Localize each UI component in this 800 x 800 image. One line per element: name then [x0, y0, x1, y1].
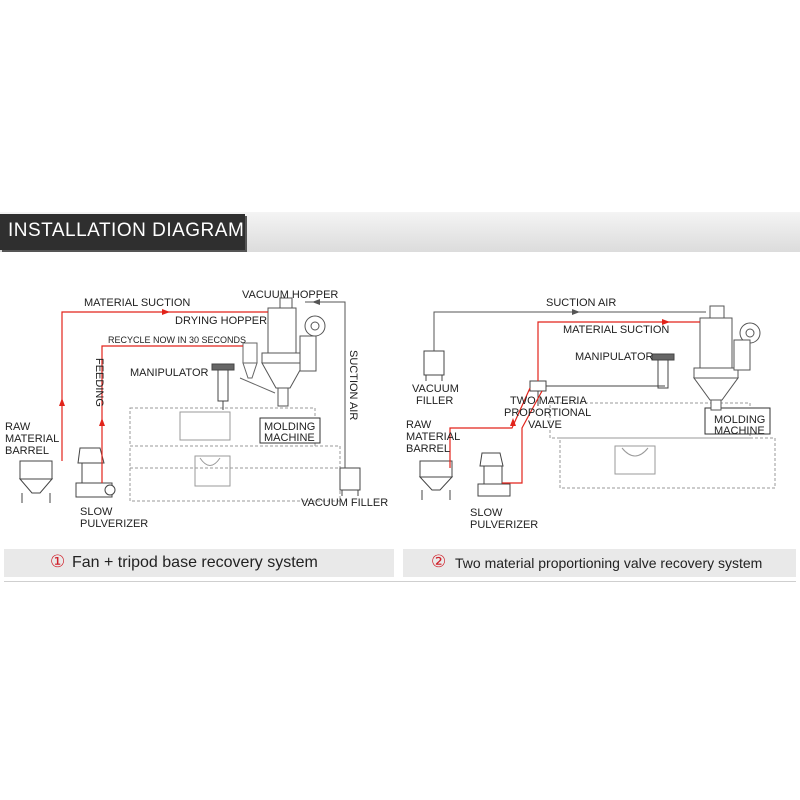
label-slow2-line2: PULVERIZER	[470, 519, 538, 531]
label-material-suction: MATERIAL SUCTION	[84, 297, 190, 309]
caption-number-2: ②	[431, 552, 447, 571]
label-feeding: FEEDING	[93, 358, 105, 407]
page-title: INSTALLATION DIAGRAM	[8, 220, 245, 241]
raw-feed-line-2	[449, 387, 531, 468]
molding-machine-2	[549, 402, 776, 489]
raw-material-barrel-1	[18, 460, 54, 503]
label-slow-line1: SLOW	[80, 506, 113, 518]
vacuum-filler-1	[339, 467, 361, 496]
label-slow-line2: PULVERIZER	[80, 518, 148, 530]
manipulator-1	[211, 363, 235, 410]
label-vacuum-line2: FILLER	[416, 395, 453, 407]
header-title-tag	[0, 214, 245, 250]
label-raw2-line2: MATERIAL	[406, 431, 460, 443]
caption-text-2: Two material proportioning valve recover…	[455, 555, 763, 571]
slow-pulverizer-1	[75, 447, 116, 498]
flow-arrow	[312, 299, 320, 305]
label-recycle: RECYCLE NOW IN 30 SECONDS	[108, 335, 246, 345]
diagram-proportioning-valve: SUCTION AIR MATERIAL SUCTION MANIPULATOR…	[400, 278, 800, 543]
label-raw-line2: MATERIAL	[5, 433, 59, 445]
label-valve-line1: TWO MATERIA	[510, 395, 587, 407]
caption-proportioning-valve: ② Two material proportioning valve recov…	[403, 549, 796, 577]
caption-number-1: ①	[50, 552, 66, 571]
label-molding-machine-line1: MOLDING	[264, 421, 315, 433]
flow-arrow	[59, 398, 65, 406]
label-valve-line2: PROPORTIONAL	[504, 407, 591, 419]
manipulator-2	[651, 353, 675, 389]
raw-material-barrel-2	[418, 460, 454, 500]
label-drying-hopper: DRYING HOPPER	[175, 315, 267, 327]
label-manipulator: MANIPULATOR	[130, 367, 208, 379]
label-valve-line3: VALVE	[528, 419, 562, 431]
label-raw2-line1: RAW	[406, 419, 432, 431]
label-raw-line1: RAW	[5, 421, 31, 433]
flow-arrow	[510, 418, 516, 426]
label-vacuum-line1: VACUUM	[412, 383, 459, 395]
drying-hopper-1	[261, 297, 326, 407]
label-vacuum-hopper: VACUUM HOPPER	[242, 289, 338, 301]
vacuum-filler-2	[423, 350, 445, 381]
label-suction-air-2: SUCTION AIR	[546, 297, 616, 309]
flow-arrow	[662, 319, 670, 325]
molding-machine-1	[129, 407, 341, 502]
label-material-suction-2: MATERIAL SUCTION	[563, 324, 669, 336]
label-suction-air: SUCTION AIR	[347, 350, 359, 420]
label-slow2-line1: SLOW	[470, 507, 503, 519]
diagram-fan-tripod: MATERIAL SUCTION VACUUM HOPPER DRYING HO…	[0, 278, 395, 543]
flow-arrow	[162, 309, 170, 315]
feeding-line-1	[101, 345, 243, 483]
flow-arrow	[572, 309, 580, 315]
pulverizer-line-2	[502, 390, 543, 484]
drying-hopper-2	[693, 305, 761, 411]
caption-text-1: Fan + tripod base recovery system	[72, 554, 318, 571]
slow-pulverizer-2	[477, 452, 511, 497]
material-suction-line-2	[537, 321, 700, 381]
label-raw-line3: BARREL	[5, 445, 49, 457]
cyclone-unit-1	[242, 342, 258, 379]
material-suction-line-1	[61, 311, 268, 461]
arm-line	[239, 377, 276, 394]
label-molding2-line1: MOLDING	[714, 414, 765, 426]
suction-air-line-2	[433, 311, 706, 351]
caption-fan-tripod: ① Fan + tripod base recovery system	[4, 549, 394, 577]
divider	[4, 581, 796, 582]
label-molding-machine-line2: MACHINE	[264, 432, 315, 444]
flow-arrow	[99, 418, 105, 426]
label-vacuum-filler: VACUUM FILLER	[301, 497, 388, 509]
label-raw2-line3: BARREL	[406, 443, 450, 455]
label-molding2-line2: MACHINE	[714, 425, 765, 437]
label-manipulator-2: MANIPULATOR	[575, 351, 653, 363]
